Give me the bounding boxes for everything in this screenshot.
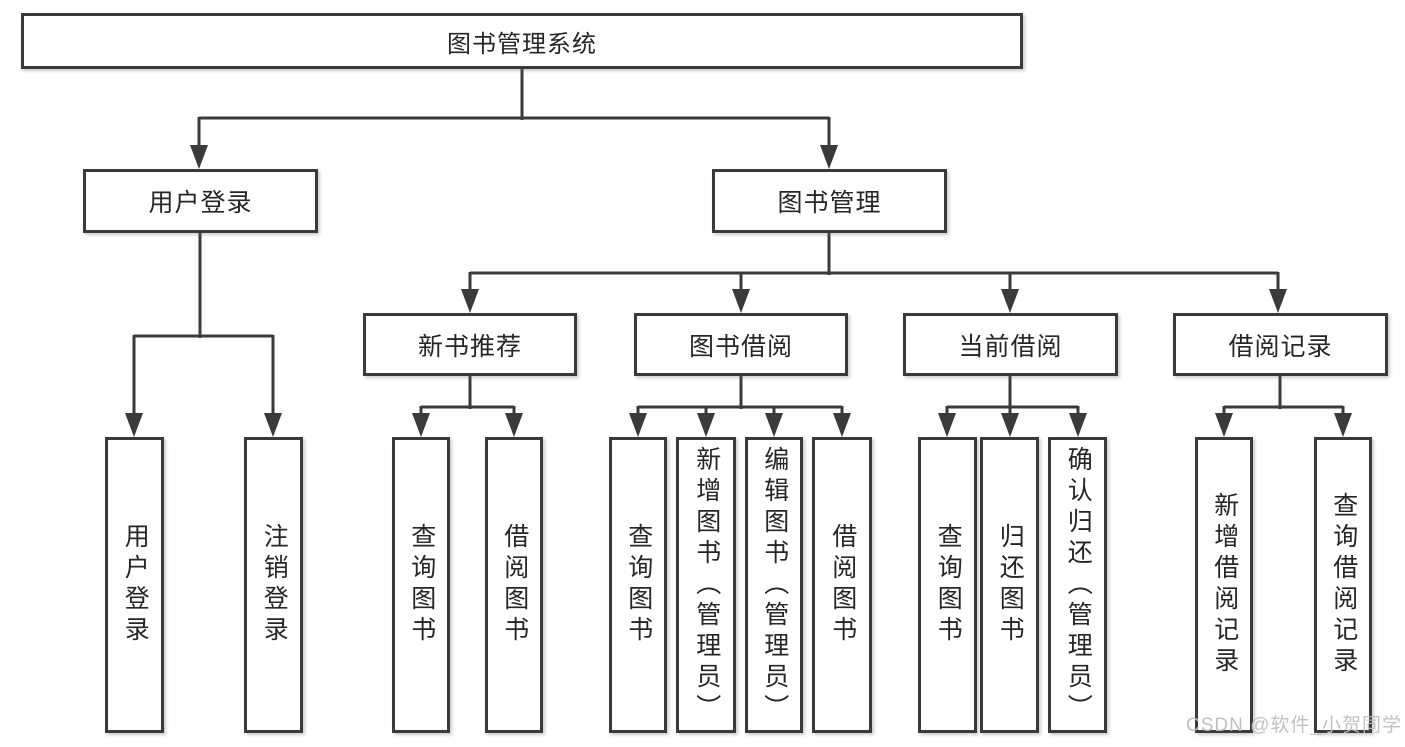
node-new-book-recommend: 新书推荐 [363, 313, 577, 376]
arrowhead [938, 413, 956, 437]
arrowhead [461, 289, 479, 313]
node-label: 注销登录 [260, 523, 289, 647]
node-label: 查询借阅记录 [1329, 492, 1358, 678]
node-label: 当前借阅 [958, 332, 1063, 361]
node-borrow-books-recommend: 借阅图书 [485, 437, 543, 733]
node-borrow-books: 借阅图书 [812, 437, 872, 733]
arrowhead [833, 413, 851, 437]
arrowhead [1334, 413, 1352, 437]
node-label: 新增借阅记录 [1210, 492, 1239, 678]
node-label: 归还图书 [996, 523, 1025, 647]
node-label: 借阅图书 [828, 523, 857, 647]
connector-root-to-level2 [197, 69, 831, 148]
arrowhead [190, 145, 208, 169]
node-label: 用户登录 [121, 523, 150, 647]
arrowhead [505, 413, 523, 437]
arrowhead [412, 413, 430, 437]
connector-new-book-recommend-children [419, 376, 516, 416]
node-label: 图书管理系统 [447, 30, 597, 58]
node-library-management-system: 图书管理系统 [21, 13, 1023, 69]
node-label: 新书推荐 [417, 332, 522, 361]
arrowhead [629, 413, 647, 437]
connector-book-management-children [468, 233, 1280, 292]
node-book-borrowing: 图书借阅 [634, 313, 848, 376]
node-label: 图书管理 [777, 189, 882, 217]
node-user-login: 用户登录 [105, 437, 164, 733]
arrowhead [732, 289, 750, 313]
node-edit-books-admin: 编辑图书（管理员） [745, 437, 803, 733]
node-user-login-module: 用户登录 [83, 169, 318, 233]
node-query-books-recommend: 查询图书 [392, 437, 450, 733]
node-add-books-admin: 新增图书（管理员） [676, 437, 736, 733]
node-borrowing-records: 借阅记录 [1173, 313, 1388, 376]
connector-user-login-children [132, 233, 275, 416]
node-label: 借阅图书 [500, 523, 529, 647]
node-confirm-return-admin: 确认归还（管理员） [1048, 437, 1107, 733]
node-return-books: 归还图书 [980, 437, 1039, 733]
node-book-management-module: 图书管理 [712, 169, 947, 233]
node-label: 查询图书 [934, 523, 963, 647]
arrowhead [1001, 289, 1019, 313]
node-label: 编辑图书（管理员） [760, 445, 789, 725]
node-add-borrow-record: 新增借阅记录 [1195, 437, 1253, 733]
arrowhead [1001, 413, 1019, 437]
node-label: 新增图书（管理员） [692, 445, 721, 725]
connector-borrowing-records-children [1222, 376, 1345, 416]
node-label: 用户登录 [148, 189, 253, 217]
node-label: 查询图书 [407, 523, 436, 647]
node-query-books-borrowing: 查询图书 [609, 437, 667, 733]
arrowhead [125, 413, 143, 437]
arrowhead [264, 413, 282, 437]
node-query-books-current: 查询图书 [918, 437, 977, 733]
node-current-borrowing: 当前借阅 [903, 313, 1118, 376]
arrowhead [765, 413, 783, 437]
node-query-borrow-record: 查询借阅记录 [1314, 437, 1372, 733]
arrowhead [1069, 413, 1087, 437]
arrowhead [1215, 413, 1233, 437]
arrowhead [820, 145, 838, 169]
node-label: 确认归还（管理员） [1064, 445, 1093, 725]
csdn-watermark: CSDN @软件_小贺同学 [1186, 715, 1402, 736]
arrowhead [1269, 289, 1287, 313]
node-label: 查询图书 [624, 523, 653, 647]
node-label: 借阅记录 [1228, 332, 1333, 361]
node-logout: 注销登录 [244, 437, 303, 733]
node-label: 图书借阅 [688, 332, 793, 361]
arrowhead [697, 413, 715, 437]
connector-current-borrowing-children [945, 376, 1080, 416]
connector-book-borrowing-children [636, 376, 844, 416]
